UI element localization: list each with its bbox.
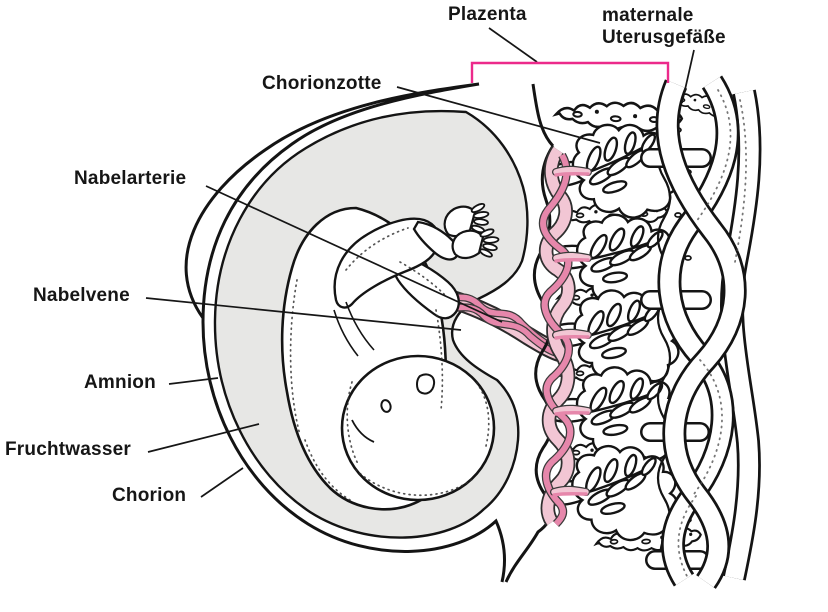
leader-lines xyxy=(145,27,695,498)
leader-chorionzotte xyxy=(396,86,601,144)
label-fruchtwasser: Fruchtwasser xyxy=(5,439,131,460)
leader-chorion xyxy=(200,467,244,498)
maternal-uterine-vessels xyxy=(640,75,762,589)
fetus-stipple xyxy=(289,227,490,501)
label-maternale-line1: maternale xyxy=(602,5,694,26)
label-chorion: Chorion xyxy=(112,485,187,506)
leader-plazenta xyxy=(488,27,538,63)
plazenta-bracket xyxy=(470,61,670,83)
chorionic-vessels xyxy=(538,145,592,528)
label-maternale-uterusgefaesse: maternale Uterusgefäße xyxy=(602,5,726,49)
leader-amnion xyxy=(168,377,219,385)
fetus-eye xyxy=(380,399,392,413)
fetus-ear xyxy=(416,373,436,395)
label-amnion: Amnion xyxy=(84,372,156,393)
label-nabelarterie: Nabelarterie xyxy=(74,168,187,189)
placenta xyxy=(504,86,753,583)
label-plazenta: Plazenta xyxy=(448,4,527,25)
leader-nabelarterie xyxy=(205,185,503,323)
leader-maternale-uterusgefaesse xyxy=(681,49,695,104)
fetus-head xyxy=(340,354,496,502)
label-maternale-line2: Uterusgefäße xyxy=(602,27,726,48)
leader-fruchtwasser xyxy=(147,423,260,453)
label-chorionzotte: Chorionzotte xyxy=(262,73,382,94)
leader-nabelvene xyxy=(145,297,462,331)
fetus-foot-lower xyxy=(451,228,500,260)
label-nabelvene: Nabelvene xyxy=(33,285,130,306)
